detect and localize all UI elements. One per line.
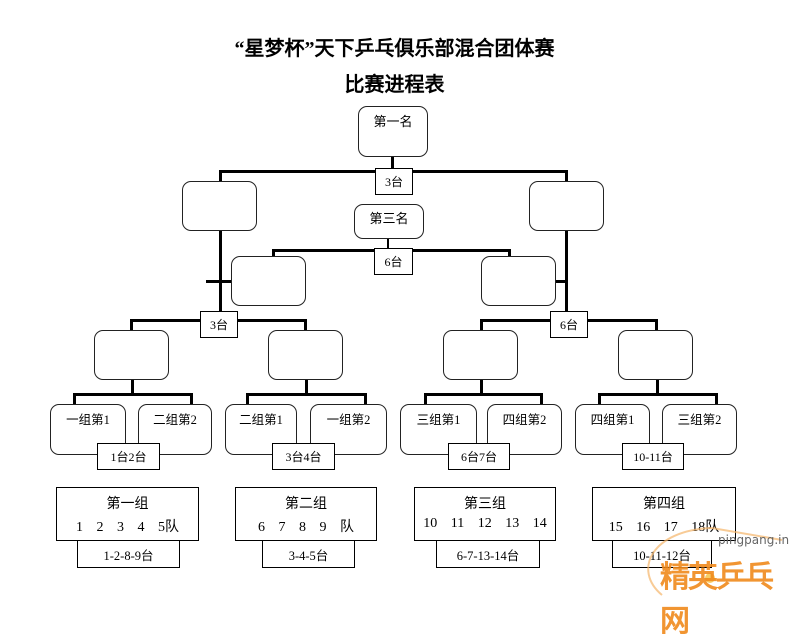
watermark-logo <box>647 526 783 596</box>
watermark-brand: 精英乒乓网 <box>660 560 774 639</box>
third-place-right-box <box>481 256 556 306</box>
connector <box>565 170 568 182</box>
connector <box>246 393 249 405</box>
third-place-label: 第三名 <box>369 211 409 226</box>
quarterfinal-box <box>94 330 169 380</box>
title-line-1: “星梦杯”天下乒乓俱乐部混合团体赛 <box>234 38 555 60</box>
connector <box>387 239 389 250</box>
connector <box>424 393 427 405</box>
group-name: 第三组 <box>464 497 506 512</box>
group-teams: 1 2 3 4 5队 <box>76 520 179 535</box>
semifinal-right-box <box>529 181 604 231</box>
semi-left-table-box: 3台 <box>200 311 238 338</box>
quarterfinal-box <box>443 330 518 380</box>
group-tables-box: 6-7-13-14台 <box>436 540 540 568</box>
connector <box>424 393 543 396</box>
connector <box>272 249 275 257</box>
semifinal-left-box <box>182 181 257 231</box>
connector <box>598 393 718 396</box>
group-teams: 10 11 12 13 14 <box>423 516 547 531</box>
pair-team-a-label: 四组第1 <box>590 413 635 427</box>
connector <box>715 393 718 405</box>
connector <box>480 319 483 331</box>
connector <box>656 380 659 394</box>
connector <box>565 231 568 321</box>
quarterfinal-box <box>618 330 693 380</box>
connector <box>364 393 367 405</box>
winner-label: 第一名 <box>373 114 413 129</box>
connector <box>508 249 511 257</box>
watermark-site: pingpang.info <box>718 533 789 547</box>
third-place-left-box <box>231 256 306 306</box>
connector <box>246 393 367 396</box>
connector <box>130 319 133 331</box>
group-box: 第三组 10 11 12 13 14 <box>414 487 556 541</box>
final-table-box: 3台 <box>375 168 413 195</box>
pair-table-box: 10-11台 <box>622 443 684 470</box>
third-place-box: 第三名 <box>354 204 424 239</box>
connector <box>304 319 307 331</box>
quarterfinal-box <box>268 330 343 380</box>
pair-table-box: 1台2台 <box>97 443 160 470</box>
third-place-table-box: 6台 <box>374 248 413 275</box>
group-tables-box: 1-2-8-9台 <box>77 540 180 568</box>
semi-right-table-box: 6台 <box>550 311 588 338</box>
pair-team-a-box: 二组第1 <box>225 404 297 455</box>
group-tables-box: 3-4-5台 <box>262 540 355 568</box>
pair-team-b-label: 四组第2 <box>502 413 547 427</box>
pair-team-a-box: 一组第1 <box>50 404 126 455</box>
pair-team-a-label: 二组第1 <box>239 413 283 427</box>
connector <box>206 280 231 283</box>
connector <box>556 280 566 283</box>
connector <box>391 157 394 171</box>
connector <box>219 231 222 321</box>
connector <box>219 170 222 182</box>
connector <box>598 393 601 405</box>
group-name: 第一组 <box>106 497 149 512</box>
pair-table-box: 6台7台 <box>448 443 510 470</box>
group-tables-box: 10-11-12台 <box>612 540 712 568</box>
pair-team-b-label: 一组第2 <box>326 413 371 427</box>
pair-team-b-label: 二组第2 <box>153 413 197 427</box>
connector <box>131 380 134 394</box>
group-teams: 6 7 8 9 队 <box>258 520 354 535</box>
connector <box>190 393 193 405</box>
pair-team-b-label: 三组第2 <box>677 413 722 427</box>
pair-team-b-box: 三组第2 <box>662 404 737 455</box>
connector <box>73 393 193 396</box>
connector <box>73 393 76 405</box>
group-name: 第四组 <box>643 497 685 512</box>
pair-team-a-label: 一组第1 <box>66 413 110 427</box>
pair-table-box: 3台4台 <box>272 443 335 470</box>
connector <box>305 380 308 394</box>
group-name: 第二组 <box>285 497 327 512</box>
group-box: 第二组 6 7 8 9 队 <box>235 487 377 541</box>
pair-team-a-label: 三组第1 <box>416 413 461 427</box>
connector <box>540 393 543 405</box>
winner-box: 第一名 <box>358 106 428 157</box>
group-box: 第一组 1 2 3 4 5队 <box>56 487 199 541</box>
connector <box>655 319 658 331</box>
connector <box>480 380 483 394</box>
title-line-2: 比赛进程表 <box>344 74 445 96</box>
